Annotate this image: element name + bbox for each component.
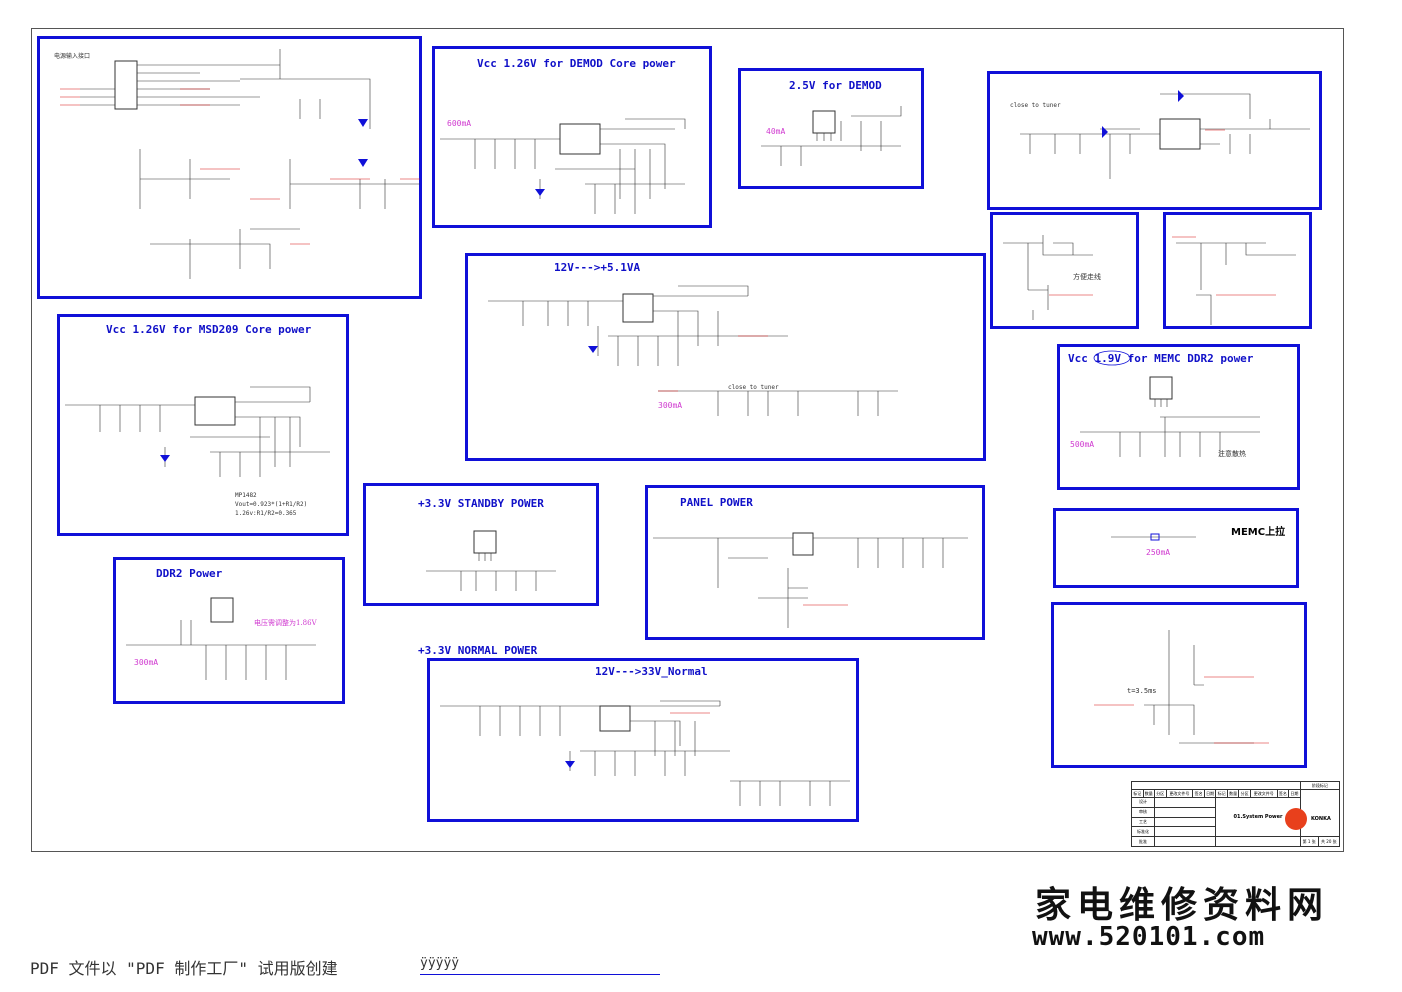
demod-core-title: Vcc 1.26V for DEMOD Core power [477, 57, 676, 70]
panel-title: PANEL POWER [680, 496, 753, 509]
power-input-label: 电源输入接口 [54, 53, 91, 60]
konka-logo-icon [1285, 808, 1307, 830]
demod-core-current: 600mA [447, 119, 472, 128]
block-memc-pullup: MEMC上拉 250mA [1053, 508, 1299, 588]
block-standby: +3.3V STANDBY POWER [363, 483, 599, 606]
tuner-note: close to tuner [1010, 102, 1061, 109]
sheet-total: 共 20 张 [1317, 836, 1341, 847]
msd209-formula-2: Vout=0.923*(1+R1/R2) [235, 501, 308, 508]
sheet-no: 第 1 张 [1299, 836, 1319, 847]
delay-circuit [1094, 630, 1269, 744]
memc-19v-heat: 注意散热 [1218, 450, 1246, 458]
block-switch-a: 方便走线 [990, 212, 1139, 329]
pdf-footer-mark: ÿÿÿÿÿ [420, 956, 460, 971]
msd209-formula-1: MP1482 [235, 492, 257, 499]
title-block-stage: 阶段标记 [1299, 781, 1341, 790]
block-ddr2: DDR2 Power 电压需调整为1.86V 300mA [113, 557, 345, 704]
block-conv-51va: 12V--->+5.1VA 300mA close to tuner [465, 253, 986, 461]
ddr2-title: DDR2 Power [156, 567, 223, 580]
tuner-circuit [1020, 90, 1310, 179]
msd209-formula-3: 1.26v:R1/R2=0.365 [235, 510, 297, 517]
title-block: 阶段标记 标记 数量 分区 更改文件号 签名 日期 标记 数量 分区 更改文件号… [1131, 781, 1341, 847]
block-memc-19v: Vcc 1.9V for MEMC DDR2 power 500mA 注意散热 [1057, 344, 1300, 490]
pdf-footer-line [420, 974, 660, 975]
ddr2-adjust: 电压需调整为1.86V [254, 619, 317, 627]
ddr2-circuit [126, 597, 316, 680]
memc-pullup-circuit [1111, 533, 1196, 541]
demod-25v-title: 2.5V for DEMOD [789, 79, 882, 92]
switch-a-note: 方便走线 [1073, 273, 1101, 281]
memc-19v-circuit [1080, 350, 1260, 457]
pdf-footer: PDF 文件以 "PDF 制作工厂" 试用版创建 [30, 959, 338, 978]
block-demod-25v: 2.5V for DEMOD 40mA [738, 68, 924, 189]
watermark-url: www.520101.com [1032, 922, 1266, 952]
block-panel: PANEL POWER [645, 485, 985, 640]
conv-33v-title: 12V--->33V_Normal [595, 665, 708, 678]
memc-pullup-title: MEMC上拉 [1231, 527, 1286, 538]
standby-circuit [426, 530, 556, 591]
block-conv-33v: 12V--->33V_Normal [427, 658, 859, 822]
normal-33v-title: +3.3V NORMAL POWER [418, 644, 538, 657]
block-switch-b [1163, 212, 1312, 329]
demod-25v-current: 40mA [766, 127, 786, 136]
conv-33v-circuit [440, 700, 850, 806]
msd209-circuit [65, 386, 330, 477]
switch-a-circuit [1003, 235, 1093, 320]
conv-51va-title: 12V--->+5.1VA [554, 261, 641, 274]
demod-core-circuit [440, 118, 686, 214]
memc-19v-current: 500mA [1070, 440, 1095, 449]
conv-51va-current: 300mA [658, 401, 683, 410]
schematic-sheet [31, 28, 1344, 852]
conv-51va-note: close to tuner [728, 384, 779, 391]
konka-brand: KONKA [1311, 816, 1331, 822]
delay-note: t=3.5ms [1127, 687, 1157, 695]
watermark-cn: 家电维修资料网 [1035, 884, 1330, 926]
standby-title: +3.3V STANDBY POWER [418, 497, 544, 510]
switch-b-circuit [1172, 236, 1296, 325]
power-input-circuit [60, 49, 420, 279]
panel-circuit [653, 532, 968, 628]
memc-19v-title: Vcc 1.9V for MEMC DDR2 power [1068, 352, 1254, 365]
block-msd209: Vcc 1.26V for MSD209 Core power MP1482 V… [57, 314, 349, 536]
msd209-title: Vcc 1.26V for MSD209 Core power [106, 323, 312, 336]
block-tuner: close to tuner [987, 71, 1322, 210]
demod-25v-circuit [761, 106, 902, 166]
memc-pullup-current: 250mA [1146, 548, 1171, 557]
block-demod-core: Vcc 1.26V for DEMOD Core power 600mA [432, 46, 712, 228]
ddr2-current: 300mA [134, 658, 159, 667]
block-delay: t=3.5ms [1051, 602, 1307, 768]
conv-51va-circuit [488, 285, 898, 416]
block-power-input: 电源输入接口 [37, 36, 422, 299]
